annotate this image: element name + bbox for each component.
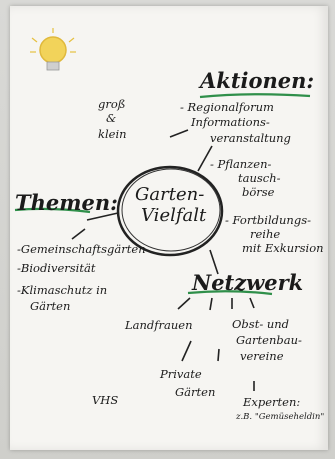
lightbulb-icon [30,28,76,71]
thema-gemeinschaftsgaerten: -Gemeinschaftsgärten [17,242,146,256]
center-ellipse-inner [121,168,221,252]
netzwerk-vhs: VHS [92,393,119,407]
center-ellipse [116,165,224,257]
aktionen-underline [199,93,311,99]
aktion-boerse: börse [242,185,275,199]
themen-underline [14,207,91,214]
aktion-tausch: tausch- [238,171,281,185]
mindmap-drawing [14,28,311,391]
netzwerk-obst: Obst- und [232,317,290,331]
aktion-regionalforum: - Regionalforum [180,100,274,114]
scale-label-gross: groß [98,97,126,111]
aktion-informations: Informations- [191,115,270,129]
connector-lines [71,129,255,391]
netzwerk-vereine: vereine [240,349,284,363]
aktion-fortbildung: - Fortbildungs- [225,213,311,227]
thema-klimaschutz: -Klimaschutz in [17,283,108,297]
netzwerk-gaerten: Gärten [175,385,216,399]
aktionen-title: Aktionen: [200,68,315,93]
netzwerk-underline [187,290,273,296]
flipchart-board: Aktionen: groß & klein - Regionalforum I… [10,6,328,450]
aktion-reihe: reihe [250,227,281,241]
center-line2: Vielfalt [141,205,207,226]
scale-label-klein: klein [98,127,127,141]
netzwerk-experten: Experten: [243,395,301,409]
netzwerk-gartenbau: Gartenbau- [236,333,302,347]
netzwerk-title: Netzwerk [192,270,304,295]
aktion-veranstaltung: veranstaltung [210,131,291,145]
netzwerk-landfrauen: Landfrauen [125,318,193,332]
aktion-exkursion: mit Exkursion [242,241,324,255]
center-line1: Garten- [135,184,205,205]
aktion-pflanzen: - Pflanzen- [210,157,272,171]
netzwerk-gemueseheldin: z.B. "Gemüseheldin" [236,412,325,422]
netzwerk-private: Private [160,367,202,381]
themen-title: Themen: [15,190,118,215]
thema-gaerten: Gärten [30,299,71,313]
thema-biodiversitaet: -Biodiversität [17,261,96,275]
scale-label-and: & [106,111,117,125]
